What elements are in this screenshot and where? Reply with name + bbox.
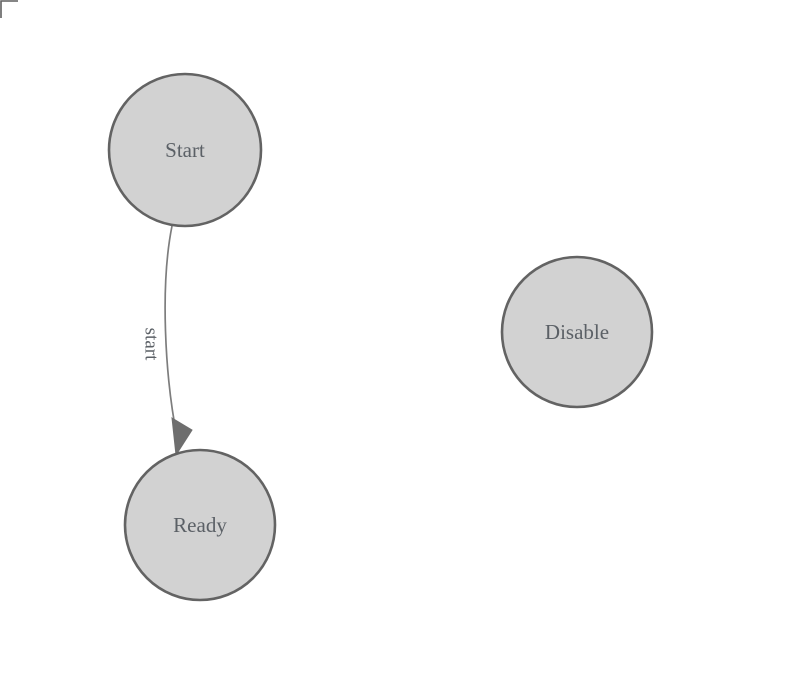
- node-circle[interactable]: [123, 448, 277, 602]
- node-label-ready: Ready: [173, 513, 227, 537]
- node-label-disable: Disable: [545, 320, 609, 344]
- edge-label-start: start: [141, 328, 162, 361]
- node-circle[interactable]: [500, 255, 654, 409]
- arrowhead-icon: [171, 417, 193, 457]
- node-disable[interactable]: Disable: [500, 255, 654, 409]
- selection-corner-bracket-icon: [0, 0, 18, 18]
- node-ready[interactable]: Ready: [123, 448, 277, 602]
- edge-line: [164, 225, 178, 438]
- edge-start-to-ready[interactable]: start: [141, 225, 193, 457]
- node-label-start: Start: [165, 138, 205, 162]
- node-start[interactable]: Start: [107, 72, 263, 228]
- node-circle[interactable]: [107, 72, 263, 228]
